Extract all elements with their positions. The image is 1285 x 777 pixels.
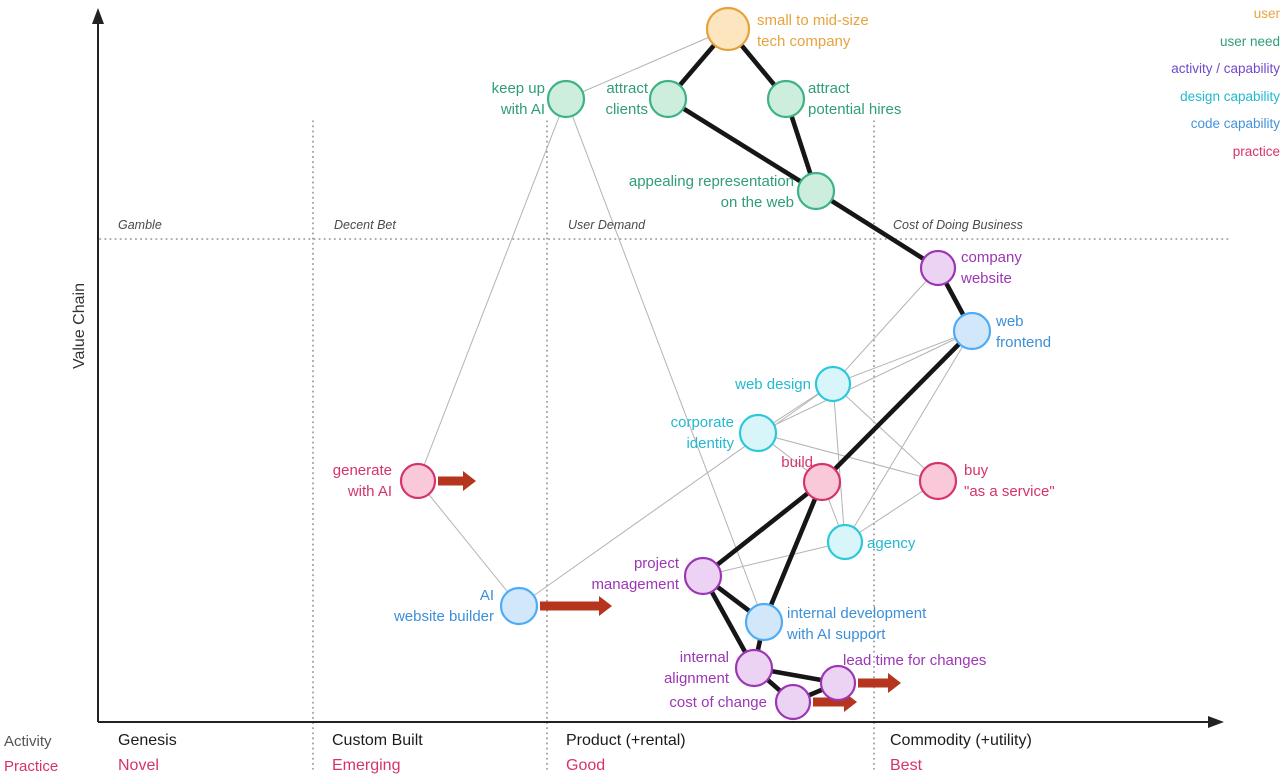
node-internal-alignment[interactable] (734, 648, 774, 688)
x-axis-arrowhead (1208, 716, 1224, 728)
stage-practice-1: Novel (118, 757, 159, 774)
practice-row-label: Practice (4, 758, 59, 775)
edge-thin-keep-up-with-ai--internal-development (565, 98, 765, 623)
stage-practice-3: Good (566, 757, 606, 774)
agency-label: agency (867, 535, 916, 552)
lead-time-evolution-arrow (858, 673, 901, 693)
band-label-4: Cost of Doing Business (893, 218, 1023, 232)
edge-thick-appealing-representation--company-website (814, 189, 940, 270)
build-label: build (781, 454, 813, 471)
node-internal-development[interactable] (744, 602, 784, 642)
cost-of-change-label: cost of change (669, 694, 767, 711)
legend-item-code-capability: code capability (1190, 116, 1280, 131)
node-attract-potential-hires[interactable] (766, 79, 806, 119)
edge-thick-attract-clients--appealing-representation (666, 97, 818, 193)
stage-name-1: Genesis (118, 732, 177, 749)
ai-website-builder-evolution-arrow (540, 596, 612, 616)
node-appealing-representation[interactable] (796, 171, 836, 211)
node-attract-clients[interactable] (648, 79, 688, 119)
edge-thick-web-frontend--build (820, 329, 974, 484)
legend-item-user-need: user need (1219, 33, 1280, 49)
stage-name-4: Commodity (+utility) (890, 732, 1032, 749)
node-agency[interactable] (826, 523, 864, 561)
edge-thin-company-website--web-design (832, 267, 939, 385)
edge-thin-keep-up-with-ai--generate-with-ai (417, 98, 567, 482)
node-company-website[interactable] (919, 249, 957, 287)
node-tech-company[interactable] (705, 6, 751, 52)
y-axis-arrowhead (92, 8, 104, 24)
node-web-frontend[interactable] (952, 311, 992, 351)
stage-practice-2: Emerging (332, 757, 401, 774)
node-project-management[interactable] (683, 556, 723, 596)
generate-with-ai-evolution-arrow (438, 471, 476, 491)
stage-name-3: Product (+rental) (566, 732, 686, 749)
edge-thick-build--internal-development (761, 481, 825, 623)
edge-thin-project-management--agency (702, 541, 846, 577)
band-label-1: Gamble (118, 218, 162, 232)
edge-thin-generate-with-ai--ai-website-builder (417, 480, 520, 607)
band-label-2: Decent Bet (334, 218, 396, 232)
node-corporate-identity[interactable] (738, 413, 778, 453)
node-buy-as-a-service[interactable] (918, 461, 958, 501)
legend-item-design-capability: design capability (1180, 88, 1280, 104)
edge-thin-web-frontend--agency (844, 330, 973, 543)
node-ai-website-builder[interactable] (499, 586, 539, 626)
y-axis-label: Value Chain (71, 283, 88, 369)
node-generate-with-ai[interactable] (399, 462, 437, 500)
legend-item-activity-capability: activity / capability (1171, 61, 1280, 76)
stage-name-2: Custom Built (332, 732, 423, 749)
band-label-3: User Demand (568, 218, 646, 232)
edge-thin-web-frontend--corporate-identity (757, 330, 973, 434)
edge-thin-ai-website-builder--web-design (518, 383, 834, 607)
activity-row-label: Activity (4, 733, 52, 750)
legend-item-practice: practice (1232, 143, 1280, 159)
web-design-label: web design (735, 376, 811, 393)
edge-thin-keep-up-with-ai--tech-company (565, 28, 729, 100)
edge-thin-web-design--buy-as-a-service (832, 383, 939, 482)
node-cost-of-change[interactable] (774, 683, 812, 721)
buy-as-a-service-label: buy"as a service" (964, 462, 1055, 500)
edge-thin-web-frontend--web-design (832, 330, 973, 385)
node-keep-up-with-ai[interactable] (546, 79, 586, 119)
legend-item-user: user (1253, 6, 1280, 21)
node-build[interactable] (802, 462, 842, 502)
lead-time-for-changes-label: lead time for changes (843, 652, 987, 669)
stage-practice-4: Best (890, 757, 923, 774)
node-lead-time-for-changes[interactable] (819, 664, 857, 702)
node-web-design[interactable] (814, 365, 852, 403)
edge-thick-build--project-management (701, 480, 824, 578)
